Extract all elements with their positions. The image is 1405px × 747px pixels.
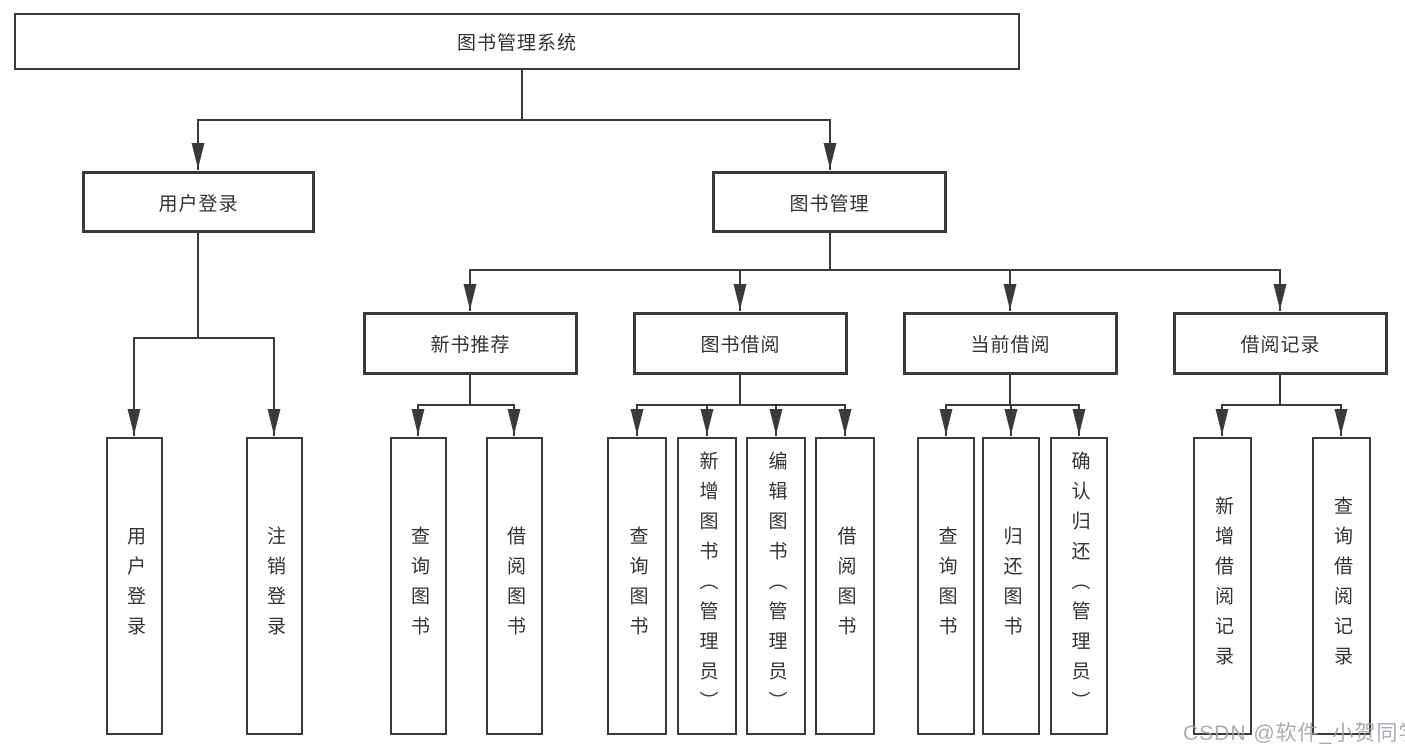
leaf-edit-books-admin: 编辑图书（管理员） <box>746 437 806 735</box>
csdn-watermark: CSDN @软件_小贺同学 <box>1183 722 1405 745</box>
node-label: 新增借阅记录 <box>1212 496 1233 676</box>
node-label: 当前借阅 <box>970 335 1051 356</box>
node-label: 查询图书 <box>935 526 957 646</box>
node-label: 查询图书 <box>408 526 429 646</box>
node-label: 图书借阅 <box>700 335 781 356</box>
node-label: 编辑图书（管理员） <box>765 451 787 721</box>
leaf-confirm-return-admin: 确认归还（管理员） <box>1050 437 1108 735</box>
node-label: 新书推荐 <box>430 335 511 356</box>
leaf-logout: 注销登录 <box>246 437 303 735</box>
node-label: 图书管理 <box>789 193 870 215</box>
node-label: 用户登录 <box>158 193 239 215</box>
node-label: 用户登录 <box>124 526 145 646</box>
node-label: 借阅图书 <box>834 526 856 646</box>
leaf-return-books: 归还图书 <box>982 437 1040 735</box>
node-label: 查询图书 <box>626 526 648 646</box>
node-user-login: 用户登录 <box>82 171 315 233</box>
leaf-query-books-current: 查询图书 <box>917 437 975 735</box>
leaf-borrow-books: 借阅图书 <box>815 437 875 735</box>
node-label: 归还图书 <box>1000 526 1022 646</box>
leaf-user-login: 用户登录 <box>106 437 163 735</box>
node-label: 新增图书（管理员） <box>696 451 718 721</box>
node-label: 借阅记录 <box>1240 335 1321 356</box>
node-book-borrowing: 图书借阅 <box>633 312 848 375</box>
node-book-management: 图书管理 <box>712 171 947 233</box>
node-borrowing-records: 借阅记录 <box>1173 312 1388 375</box>
leaf-query-books-recommend: 查询图书 <box>390 437 447 735</box>
leaf-add-borrow-record: 新增借阅记录 <box>1193 437 1252 735</box>
node-library-management-system: 图书管理系统 <box>14 13 1020 70</box>
node-label: 注销登录 <box>264 526 285 646</box>
node-label: 查询借阅记录 <box>1331 496 1352 676</box>
leaf-add-books-admin: 新增图书（管理员） <box>677 437 737 735</box>
node-current-borrowing: 当前借阅 <box>903 312 1118 375</box>
leaf-query-borrow-record: 查询借阅记录 <box>1312 437 1371 735</box>
node-label: 确认归还（管理员） <box>1068 451 1090 721</box>
leaf-borrow-books-recommend: 借阅图书 <box>486 437 543 735</box>
node-new-book-recommend: 新书推荐 <box>363 312 578 375</box>
node-label: 图书管理系统 <box>456 33 577 54</box>
node-label: 借阅图书 <box>504 526 525 646</box>
leaf-query-books-borrow: 查询图书 <box>607 437 667 735</box>
